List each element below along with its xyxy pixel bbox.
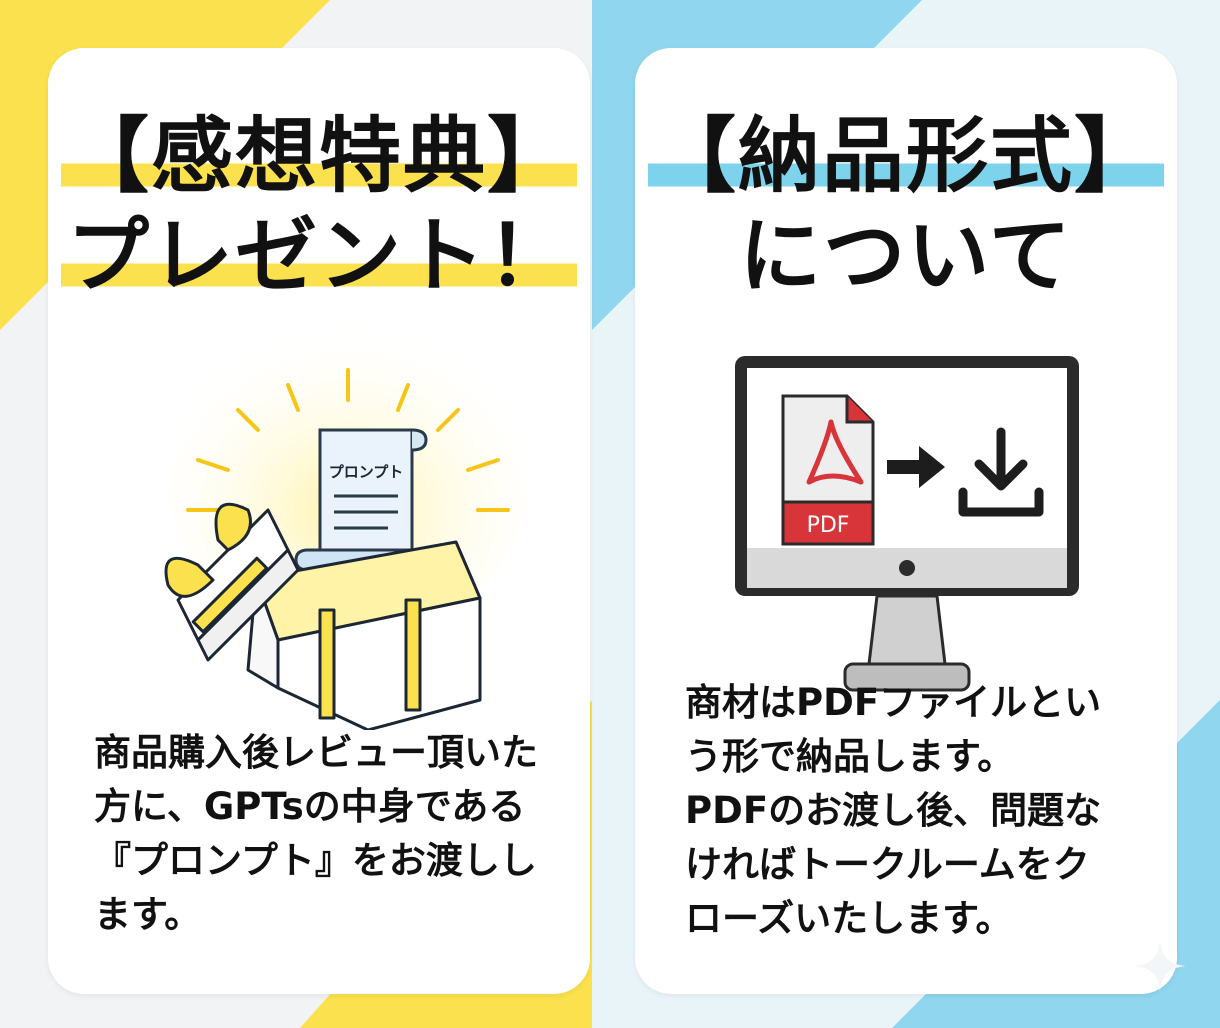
download-icon: [958, 427, 1044, 517]
pdf-file-icon: PDF: [781, 394, 875, 546]
sparkle-icon: [1134, 940, 1186, 992]
delivery-title-line2: について: [635, 216, 1177, 298]
gift-description: 商品購入後レビュー頂いた 方に、GPTsの中身である 『プロンプト』をお渡しし …: [94, 731, 538, 936]
monitor-illustration: PDF: [735, 356, 1079, 692]
scroll-label: プロンプト: [329, 463, 404, 481]
gift-box-illustration: プロンプト: [164, 320, 528, 730]
gift-card: 【感想特典】 プレゼント！ プロンプト: [48, 48, 590, 994]
delivery-title-text2: について: [739, 209, 1073, 304]
delivery-title-text1: 【納品形式】: [647, 116, 1164, 198]
gift-box-icon: [164, 502, 482, 730]
delivery-description: 商材はPDFファイルとい う形で納品します。 PDFのお渡し後、問題な ければト…: [685, 681, 1102, 940]
gift-title-text1: 【感想特典】: [60, 116, 577, 198]
delivery-card: 【納品形式】 について PDF 商材はPDFファイル: [635, 48, 1177, 994]
arrow-right-icon: [887, 446, 945, 488]
gift-title-text2: プレゼント！: [60, 216, 577, 298]
delivery-title-line1: 【納品形式】: [635, 116, 1177, 198]
pdf-badge-text: PDF: [807, 513, 850, 538]
gift-title-line2: プレゼント！: [48, 216, 590, 298]
gift-title-line1: 【感想特典】: [48, 116, 590, 198]
sparkle-rays: [186, 368, 510, 512]
